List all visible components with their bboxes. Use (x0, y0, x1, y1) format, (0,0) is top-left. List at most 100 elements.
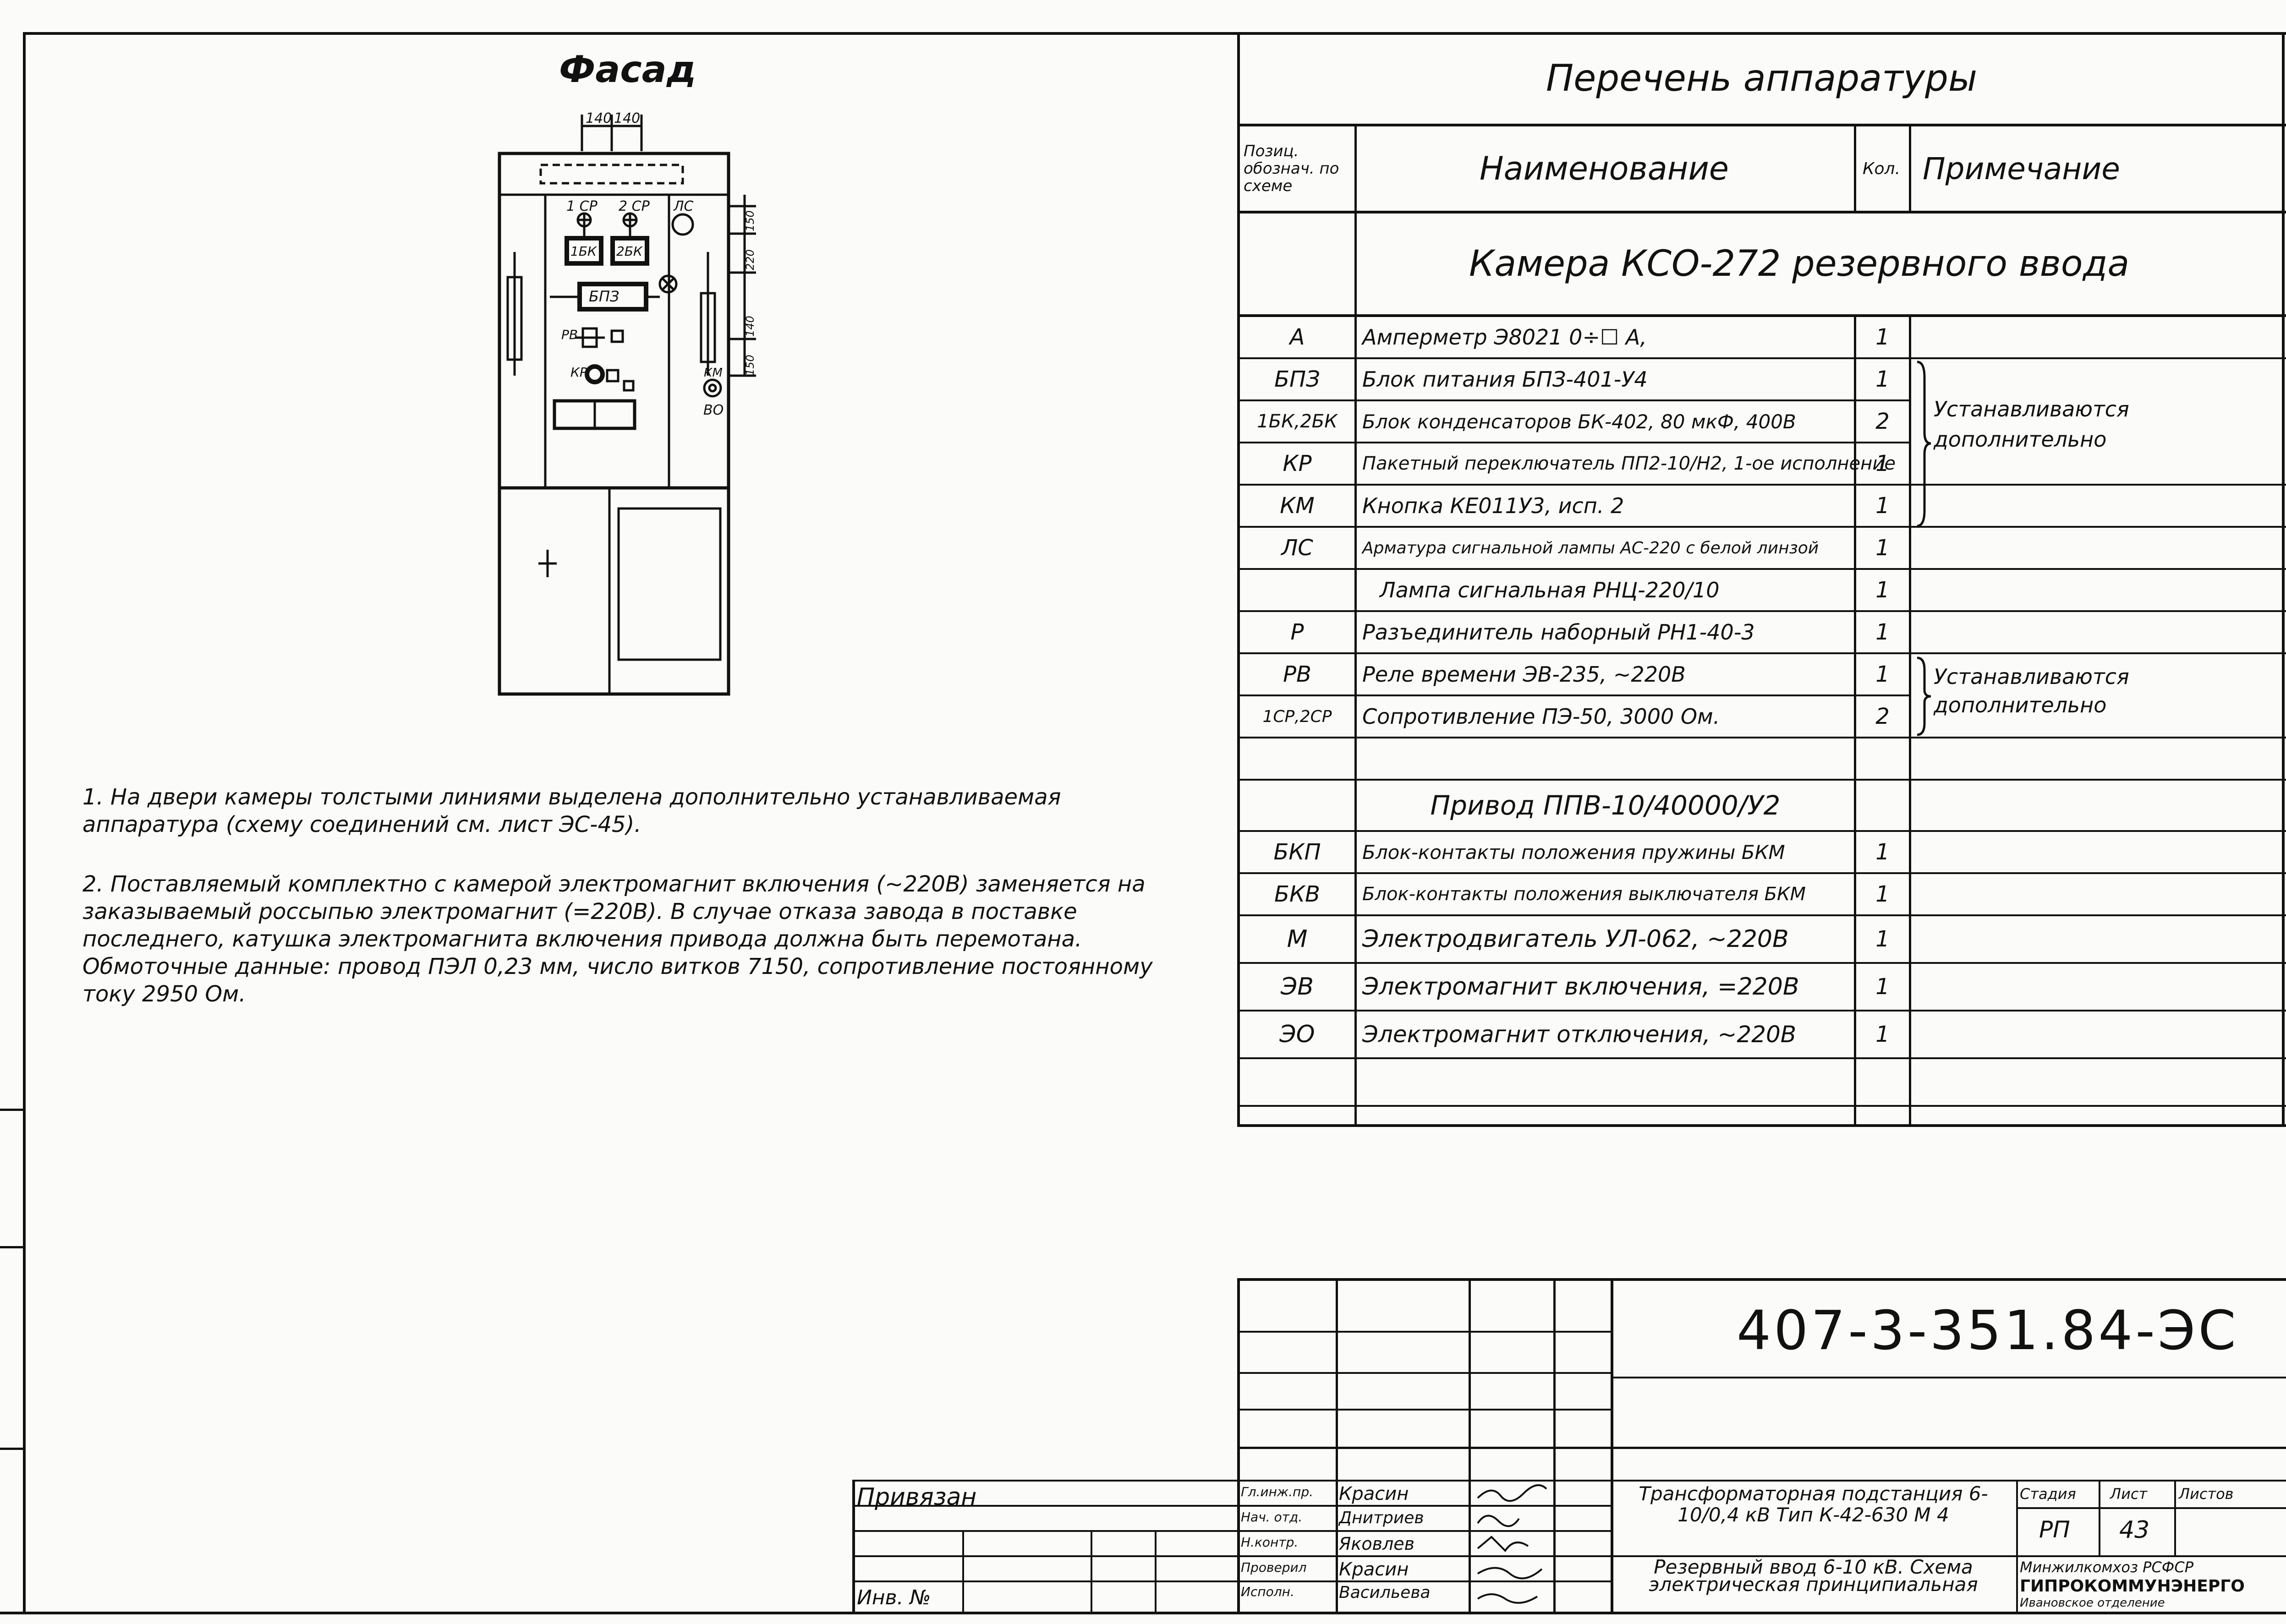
frame-bottom-line (0, 1612, 2286, 1614)
spec-row-pos (1240, 570, 1354, 610)
spec-row-qty: 1 (1875, 451, 1890, 476)
facade-title: Фасад (559, 48, 696, 91)
project-title: Трансформаторная подстанция 6-10/0,4 кВ … (1639, 1482, 1988, 1526)
spec-row-pos: ЛС (1281, 535, 1313, 561)
role-gip: Гл.инж.пр. (1241, 1484, 1314, 1499)
role-n-kontr: Н.контр. (1241, 1535, 1299, 1550)
spec-row-pos (1240, 1059, 1354, 1105)
privyazan-label: Привязан (857, 1483, 977, 1511)
spec-row-pos: КМ (1280, 493, 1315, 519)
role-nach-otd: Нач. отд. (1241, 1509, 1303, 1525)
spec-row-name: Амперметр Э8021 0÷☐ А, (1362, 325, 1647, 350)
spec-row-qty: 1 (1875, 1022, 1890, 1047)
spec-row-name: Электромагнит включения, =220В (1362, 973, 1799, 1001)
role-proveril: Проверил (1241, 1560, 1307, 1575)
spec-row-qty: 1 (1875, 926, 1890, 952)
sheet-label: Лист (2110, 1485, 2148, 1503)
margin-tick-1 (0, 1109, 23, 1111)
spec-row-pos: КР (1283, 451, 1312, 476)
spec-title: Перечень аппаратуры (1546, 56, 1978, 99)
name-5: Васильева (1339, 1583, 1431, 1602)
facade-label-lc: ЛС (673, 198, 694, 214)
spec-header-qty: Кол. (1862, 159, 1901, 178)
spec-section-1: Камера КСО-272 резервного ввода (1469, 243, 2130, 284)
stage-label: Стадия (2020, 1485, 2076, 1503)
spec-row-name: Пакетный переключатель ПП2-10/Н2, 1-ое и… (1362, 453, 1896, 474)
drawing-code: 407-3-351.84-ЭС (1737, 1299, 2239, 1362)
spec-row-name: Электромагнит отключения, ~220В (1362, 1021, 1797, 1048)
spec-row-pos: Р (1290, 619, 1304, 645)
role-ispoln: Исполн. (1241, 1584, 1294, 1599)
margin-tick-2 (0, 1246, 23, 1248)
spec-row-pos (1240, 738, 1354, 779)
spec-row-qty: 1 (1875, 535, 1890, 561)
facade-label-vo: ВО (703, 402, 724, 418)
spec-row-qty: 1 (1875, 324, 1890, 350)
facade-dim-right: 140 (614, 110, 640, 126)
spec-row-qty (1856, 738, 1909, 779)
spec-row-name: Блок-контакты положения пружины БКМ (1362, 841, 1785, 864)
stage-value: РП (2039, 1516, 2070, 1543)
spec-row-qty: 2 (1875, 704, 1890, 729)
spec-row-qty: 1 (1875, 881, 1890, 907)
name-3: Яковлев (1339, 1534, 1415, 1554)
spec-row-pos: БКП (1273, 839, 1321, 865)
sheet-value: 43 (2119, 1516, 2150, 1544)
spec-row-name: Кнопка КЕ011У3, исп. 2 (1362, 493, 1624, 518)
facade-label-bpz: БПЗ (589, 288, 619, 305)
margin-tick-3 (0, 1448, 23, 1450)
facade-label-rv: РВ (561, 327, 578, 342)
spec-row-pos: 1БК,2БК (1257, 411, 1338, 432)
spec-row-pos: 1СР,2СР (1262, 707, 1332, 726)
signatures-icon (1477, 1484, 1547, 1604)
inv-label: Инв. № (857, 1586, 931, 1609)
spec-row-name: Арматура сигнальной лампы АС-220 с белой… (1362, 538, 1819, 558)
brace-note-1: Устанавливаются дополнительно (1934, 397, 2129, 452)
spec-row-name: Блок конденсаторов БК-402, 80 мкФ, 400В (1362, 410, 1796, 433)
sheets-label: Листов (2179, 1485, 2234, 1503)
spec-row-name: Сопротивление ПЭ-50, 3000 Ом. (1362, 704, 1720, 729)
brace-note-2: Устанавливаются дополнительно (1934, 664, 2129, 717)
spec-row-name (1357, 1059, 1854, 1105)
brace-2-icon (1917, 656, 1931, 736)
spec-row-qty: 1 (1875, 577, 1890, 603)
org-institute: ГИПРОКОММУНЭНЕРГО (2020, 1577, 2245, 1596)
facade-label-km: КМ (704, 366, 723, 380)
org-branch: Ивановское отделение (2020, 1596, 2165, 1610)
note-1: 1. На двери камеры толстыми линиями выде… (82, 784, 1061, 837)
spec-row-qty: 1 (1875, 662, 1890, 687)
name-4: Красин (1339, 1559, 1409, 1580)
spec-row-pos: М (1287, 925, 1308, 953)
spec-row-qty (1856, 1059, 1909, 1105)
spec-row-qty: 2 (1875, 409, 1890, 434)
facade-side-dim-3: 220 (744, 249, 757, 270)
org-ministry: Минжилкомхоз РСФСР (2020, 1558, 2193, 1576)
spec-row-pos: БПЗ (1274, 366, 1320, 392)
name-2: Днитриев (1339, 1509, 1424, 1527)
facade-label-2cp: 2 СР (619, 198, 650, 214)
sheet-title: Резервный ввод 6-10 кВ. Схема электричес… (1649, 1556, 1978, 1596)
spec-header-name: Наименование (1480, 150, 1729, 187)
spec-row-qty: 1 (1875, 366, 1890, 392)
spec-row-name: Блок питания БПЗ-401-У4 (1362, 367, 1648, 392)
spec-row-qty: 1 (1875, 619, 1890, 645)
note-2: 2. Поставляемый комплектно с камерой эле… (82, 871, 1153, 1007)
spec-row-pos: А (1289, 324, 1305, 350)
spec-section-2: Привод ППВ-10/40000/У2 (1430, 790, 1781, 821)
facade-side-dim-4: 150 (744, 210, 757, 231)
spec-row-name: Электродвигатель УЛ-062, ~220В (1362, 925, 1789, 953)
spec-row-qty: 1 (1875, 839, 1890, 865)
facade-side-dim-1: 150 (744, 355, 757, 376)
facade-label-1cp: 1 СР (566, 198, 598, 214)
spec-row-name: Реле времени ЭВ-235, ~220В (1362, 662, 1686, 687)
spec-row-pos: БКВ (1274, 881, 1320, 907)
title-block: 407-3-351.84-ЭС Привязан Инв. № Гл.инж.п… (852, 1278, 2286, 1613)
facade-label-1bk: 1БК (570, 244, 597, 259)
name-1: Красин (1339, 1483, 1409, 1504)
spec-header-pos: Позиц. обознач. по схеме (1244, 142, 1339, 195)
facade-label-kr: КР (570, 365, 587, 380)
facade-side-dim-2: 140 (744, 316, 757, 337)
spec-row-qty: 1 (1875, 493, 1890, 519)
spec-row-name: Лампа сигнальная РНЦ-220/10 (1380, 578, 1720, 602)
facade-label-2bk: 2БК (616, 244, 643, 259)
